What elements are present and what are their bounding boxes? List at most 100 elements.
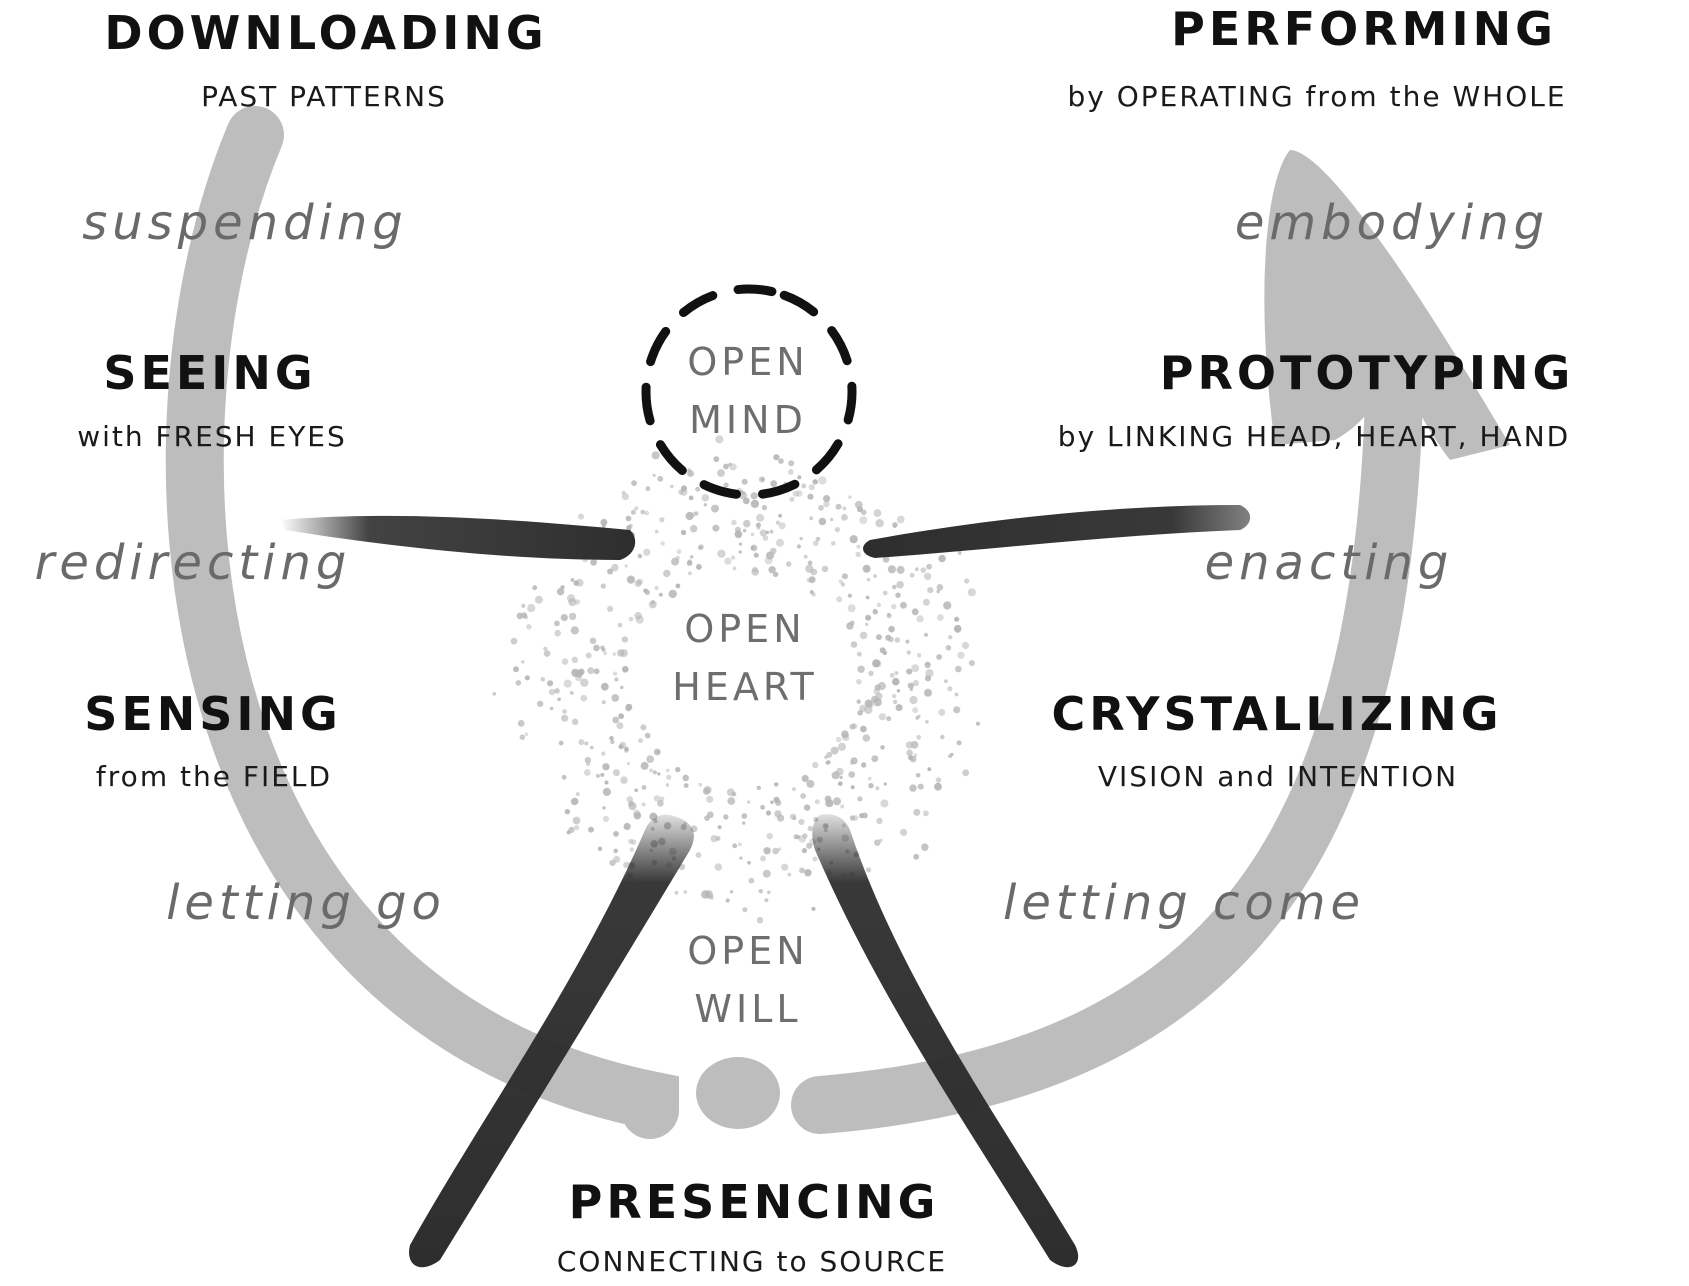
heart-dot: [875, 692, 883, 700]
heart-dot: [935, 777, 942, 783]
heart-dot: [657, 475, 664, 482]
heart-dot: [741, 478, 748, 485]
heart-dot: [571, 668, 580, 677]
heart-dot: [646, 755, 655, 763]
heart-dot: [589, 637, 597, 645]
heart-dot: [818, 517, 827, 526]
heart-dot: [620, 776, 628, 784]
heart-dot: [756, 785, 761, 790]
heart-dot: [934, 782, 942, 791]
heart-dot: [704, 815, 710, 821]
heart-dot: [879, 647, 886, 654]
heart-dot: [806, 842, 813, 849]
heart-dot: [712, 524, 720, 532]
heart-dot: [891, 603, 897, 610]
heart-dot: [543, 646, 548, 651]
heart-dot: [628, 838, 634, 844]
heart-dot: [925, 720, 929, 724]
heart-dot: [593, 668, 600, 675]
heart-dot: [841, 573, 848, 580]
heart-dot: [750, 492, 758, 500]
open-heart-label: OPEN HEART: [672, 600, 817, 716]
open-heart-line2: HEART: [672, 665, 818, 709]
stage-title-crystallizing: CRYSTALLIZING: [1051, 687, 1503, 741]
heart-dot: [549, 706, 554, 711]
heart-dot: [568, 598, 577, 607]
heart-dot: [634, 788, 638, 793]
heart-dot: [665, 783, 670, 787]
heart-dot: [751, 568, 759, 576]
heart-dot: [856, 699, 861, 704]
heart-dot: [636, 578, 643, 585]
heart-dot: [948, 635, 953, 640]
heart-dot: [975, 721, 981, 726]
heart-dot: [850, 785, 855, 790]
heart-dot: [564, 809, 571, 815]
heart-dot: [690, 525, 698, 533]
heart-dot: [643, 588, 648, 594]
heart-dot: [659, 517, 665, 523]
heart-dot: [630, 509, 636, 515]
stage-title-prototyping: PROTOTYPING: [1159, 346, 1575, 400]
heart-dot: [602, 787, 612, 797]
heart-dot: [668, 589, 677, 599]
heart-dot: [587, 667, 595, 675]
heart-dot: [895, 592, 901, 598]
heart-dot: [775, 520, 781, 525]
heart-dot: [956, 740, 962, 746]
heart-dot: [888, 625, 895, 633]
heart-dot: [812, 479, 818, 485]
heart-dot: [842, 733, 850, 742]
heart-dot: [953, 706, 961, 714]
heart-dot: [830, 746, 839, 755]
heart-dot: [868, 783, 874, 789]
heart-dot: [831, 541, 836, 546]
heart-dot: [865, 614, 872, 621]
heart-dot: [727, 797, 736, 805]
heart-dot: [860, 725, 867, 733]
heart-dot: [936, 584, 944, 591]
heart-dot: [675, 766, 681, 773]
heart-dot: [968, 660, 976, 667]
heart-dot: [584, 741, 589, 746]
heart-dot: [601, 647, 606, 652]
heart-dot: [756, 917, 764, 924]
heart-dot: [760, 804, 765, 810]
heart-dot: [621, 490, 626, 495]
left-leg: [409, 814, 694, 1268]
heart-dot: [907, 682, 914, 689]
heart-dot: [554, 620, 560, 627]
heart-dot: [680, 529, 687, 536]
heart-dot: [658, 592, 663, 597]
heart-dot: [738, 542, 743, 546]
heart-dot: [798, 835, 807, 843]
heart-dot: [914, 567, 919, 572]
heart-dot: [856, 506, 863, 513]
heart-dot: [623, 861, 630, 869]
heart-dot: [911, 664, 920, 673]
heart-dot: [560, 614, 568, 622]
heart-dot: [523, 615, 529, 620]
heart-dot: [621, 636, 629, 643]
heart-dot: [798, 818, 805, 826]
heart-dot: [916, 615, 924, 623]
heart-dot: [580, 678, 589, 687]
heart-dot: [807, 560, 813, 566]
heart-dot: [882, 590, 888, 596]
heart-dot: [644, 510, 650, 516]
heart-dot: [655, 529, 659, 534]
heart-dot: [840, 582, 846, 587]
heart-dot: [848, 771, 855, 778]
heart-dot: [583, 769, 591, 776]
heart-dot: [603, 651, 607, 656]
heart-dot: [876, 817, 883, 825]
heart-dot: [807, 825, 813, 832]
heart-dot: [799, 867, 805, 874]
presencing-dot: [696, 1057, 780, 1129]
heart-dot: [880, 745, 885, 750]
heart-dot: [896, 580, 904, 589]
heart-dot: [621, 493, 630, 501]
heart-dot: [710, 835, 718, 843]
heart-dot: [846, 622, 854, 630]
heart-dot: [821, 565, 829, 573]
